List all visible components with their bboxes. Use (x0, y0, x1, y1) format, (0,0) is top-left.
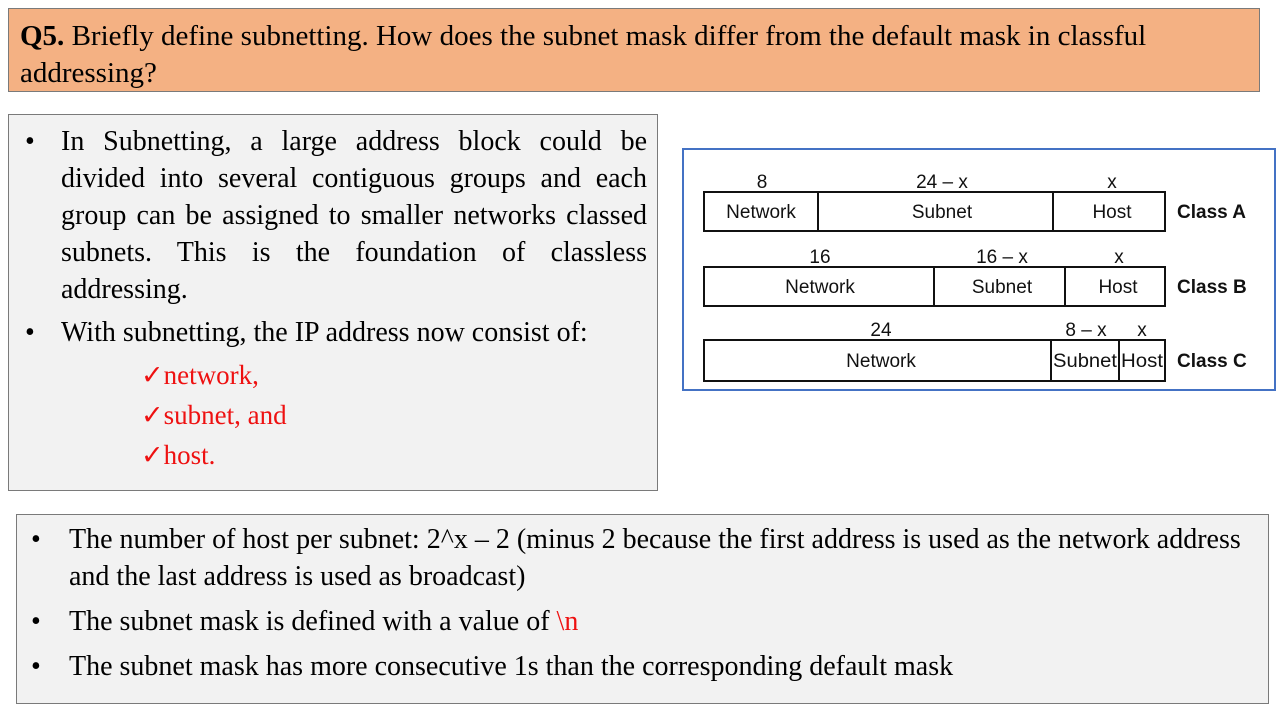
mask-value-n: \n (556, 606, 579, 637)
subnet-mask-panel: The number of host per subnet: 2^x – 2 (… (16, 514, 1269, 704)
class-b-host-label: Host (1098, 277, 1138, 298)
question-label: Q5. (20, 20, 65, 52)
class-a-host-label: Host (1092, 202, 1132, 223)
class-a-host-field (1052, 191, 1166, 232)
class-c-host-label: Host (1121, 351, 1164, 372)
class-a-host-bits: x (1107, 172, 1117, 193)
class-c-host-bits: x (1137, 320, 1147, 341)
question-box: Q5. Briefly define subnetting. How does … (8, 8, 1260, 92)
class-a-label: Class A (1177, 202, 1246, 223)
class-b-subnet-bits: 16 – x (976, 247, 1028, 268)
component-host: ✓host. (141, 440, 216, 470)
class-b-label: Class B (1177, 277, 1247, 298)
definition-bullet: In Subnetting, a large address block cou… (9, 123, 657, 308)
subnetting-definition-panel: In Subnetting, a large address block cou… (8, 114, 658, 491)
definition-bullet-list: In Subnetting, a large address block cou… (9, 123, 657, 351)
class-c-label: Class C (1177, 351, 1247, 372)
class-c-network-bits: 24 (870, 320, 892, 341)
subnet-mask-bullet-list: The number of host per subnet: 2^x – 2 (… (17, 521, 1268, 685)
address-component-list: ✓network, ✓subnet, and ✓host. (141, 355, 287, 475)
class-b-host-bits: x (1114, 247, 1124, 268)
subnet-diagram: 8 24 – x x Network Subnet Host Class A 1… (682, 148, 1276, 391)
class-c-network-label: Network (846, 351, 916, 372)
subnet-diagram-svg: 8 24 – x x Network Subnet Host Class A 1… (703, 172, 1247, 382)
class-c-subnet-label: Subnet (1053, 351, 1118, 372)
class-a-subnet-label: Subnet (912, 202, 973, 223)
class-b-network-label: Network (785, 277, 855, 298)
question-text: Briefly define subnetting. How does the … (20, 20, 1147, 89)
class-b-host-field (1064, 266, 1166, 307)
component-subnet: ✓subnet, and (141, 400, 287, 430)
class-c-subnet-bits: 8 – x (1065, 320, 1107, 341)
class-a-subnet-field (817, 191, 1054, 232)
class-a-network-field (703, 191, 819, 232)
class-b-subnet-field (933, 266, 1066, 307)
consecutive-ones-bullet: The subnet mask has more consecutive 1s … (17, 648, 1268, 685)
class-b-subnet-label: Subnet (972, 277, 1033, 298)
class-c-network-field (703, 339, 1052, 382)
class-a-network-bits: 8 (757, 172, 768, 193)
mask-value-text: The subnet mask is defined with a value … (69, 606, 557, 637)
composition-bullet: With subnetting, the IP address now cons… (9, 314, 657, 351)
class-b-network-bits: 16 (809, 247, 830, 268)
mask-value-bullet: The subnet mask is defined with a value … (17, 603, 1268, 640)
component-network: ✓network, (141, 360, 259, 390)
class-a-network-label: Network (726, 202, 796, 223)
hosts-per-subnet-bullet: The number of host per subnet: 2^x – 2 (… (17, 521, 1268, 595)
class-a-subnet-bits: 24 – x (916, 172, 968, 193)
class-c-host-field (1118, 339, 1166, 382)
class-c-subnet-field (1050, 339, 1120, 382)
